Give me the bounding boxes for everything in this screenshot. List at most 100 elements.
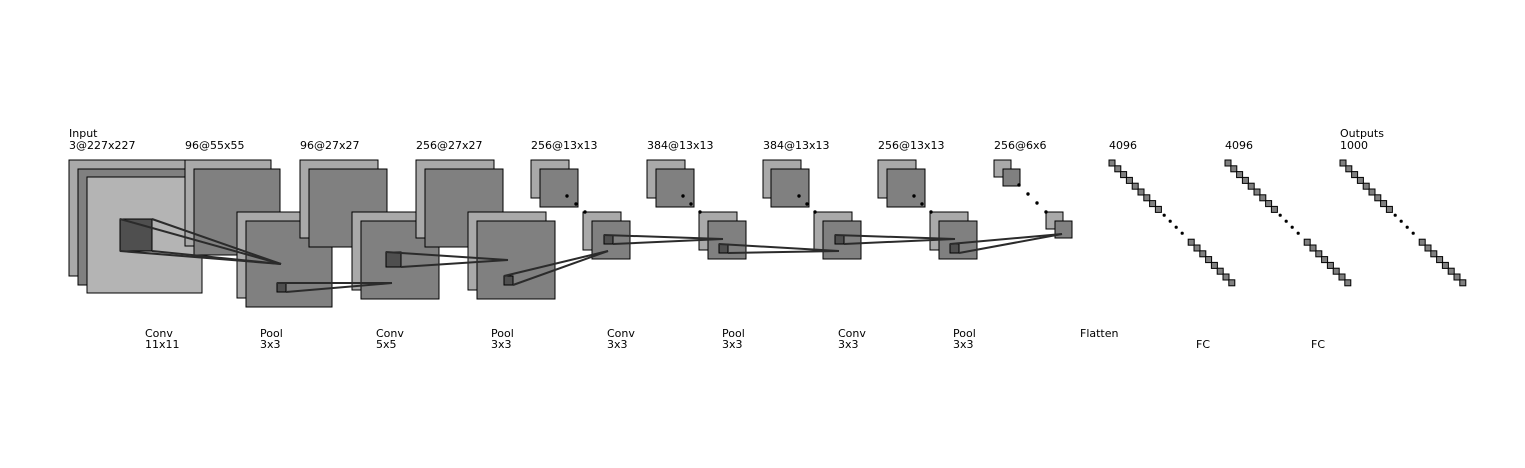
operation-label: 3x3 xyxy=(260,338,281,351)
fc-node-chain xyxy=(1224,159,1352,287)
operation-label: FC xyxy=(1196,338,1210,351)
layer-label: 1000 xyxy=(1340,139,1368,152)
ellipsis-dot xyxy=(1278,213,1282,217)
ellipsis-dot xyxy=(1035,201,1039,205)
layer-label: 96@27x27 xyxy=(300,139,360,152)
fc-node xyxy=(1149,200,1157,208)
fc-node xyxy=(1436,256,1444,264)
feature-map xyxy=(886,168,926,208)
fc-node xyxy=(1344,279,1352,287)
ellipsis-dot xyxy=(681,194,685,198)
ellipsis-dot xyxy=(1162,213,1166,217)
fc-node xyxy=(1137,188,1145,196)
fc-node xyxy=(1154,205,1162,213)
fc-node xyxy=(1187,238,1195,246)
layer-label: 4096 xyxy=(1109,139,1137,152)
ellipsis-dot xyxy=(1017,183,1021,187)
ellipsis-dot xyxy=(1174,225,1178,229)
operation-label: 5x5 xyxy=(376,338,397,351)
fc-node xyxy=(1265,200,1273,208)
kernel-square xyxy=(603,234,614,245)
connector-line xyxy=(503,250,609,277)
layer-label: 384@13x13 xyxy=(763,139,830,152)
connector-line xyxy=(151,218,282,265)
operation-label: Conv xyxy=(376,327,404,340)
ellipsis-dot xyxy=(805,202,809,206)
fc-node xyxy=(1210,261,1218,269)
feature-map-stack xyxy=(530,159,631,260)
fc-node xyxy=(1143,194,1151,202)
feature-maps xyxy=(68,159,1073,308)
fc-node xyxy=(1362,182,1370,190)
fc-node xyxy=(1338,273,1346,281)
fc-node xyxy=(1259,194,1267,202)
ellipsis-dot xyxy=(565,194,569,198)
connector-line xyxy=(385,251,509,261)
connector-line xyxy=(603,234,724,240)
fc-node xyxy=(1326,261,1334,269)
fc-node xyxy=(1339,159,1347,167)
fc-node xyxy=(1247,182,1255,190)
fc-node xyxy=(1131,182,1139,190)
fc-node xyxy=(1309,244,1317,252)
fc-node xyxy=(1193,244,1201,252)
operation-label: FC xyxy=(1311,338,1325,351)
feature-map xyxy=(539,168,579,208)
fc-node xyxy=(1418,238,1426,246)
fc-node xyxy=(1332,267,1340,275)
layer-label: 256@27x27 xyxy=(416,139,483,152)
fc-node xyxy=(1315,250,1323,258)
ellipsis-dot xyxy=(813,210,817,214)
operation-label: Flatten xyxy=(1080,327,1119,340)
fc-node xyxy=(1441,261,1449,269)
layer-label: 256@6x6 xyxy=(994,139,1047,152)
layer-label: Input xyxy=(69,127,98,140)
kernel-square xyxy=(503,275,514,286)
operation-label: Pool xyxy=(953,327,976,340)
operation-label: 3x3 xyxy=(607,338,628,351)
ellipsis-dot xyxy=(797,194,801,198)
layer-label: 256@13x13 xyxy=(531,139,598,152)
ellipsis-dot xyxy=(1405,225,1409,229)
ellipsis-dot xyxy=(1393,213,1397,217)
operation-label: 3x3 xyxy=(953,338,974,351)
fc-node xyxy=(1120,171,1128,179)
ellipsis-dot xyxy=(1180,231,1184,235)
fc-node xyxy=(1205,256,1213,264)
fc-node xyxy=(1385,205,1393,213)
fc-node xyxy=(1459,279,1467,287)
operation-label: Pool xyxy=(722,327,745,340)
ellipsis-dot xyxy=(1044,210,1048,214)
fc-node xyxy=(1430,250,1438,258)
connector-line xyxy=(512,250,609,286)
ellipsis-dot xyxy=(1290,225,1294,229)
layer-label: 256@13x13 xyxy=(878,139,945,152)
connector-line xyxy=(958,233,1063,254)
fc-node xyxy=(1351,171,1359,179)
feature-map xyxy=(770,168,810,208)
fc-node xyxy=(1345,165,1353,173)
feature-map xyxy=(476,220,556,300)
fc-node xyxy=(1453,273,1461,281)
ellipsis-dot xyxy=(1411,231,1415,235)
fc-node xyxy=(1374,194,1382,202)
feature-map-stack xyxy=(762,159,862,260)
ellipsis-dot xyxy=(1296,231,1300,235)
ellipsis-dot xyxy=(1399,219,1403,223)
fc-node xyxy=(1356,176,1364,184)
fc-node-chain xyxy=(1108,159,1236,287)
fc-node xyxy=(1303,238,1311,246)
layer-label: 384@13x13 xyxy=(647,139,714,152)
operation-label: Pool xyxy=(491,327,514,340)
connector-line xyxy=(727,250,840,254)
fc-node xyxy=(1222,273,1230,281)
ellipsis-dot xyxy=(689,202,693,206)
connector-line xyxy=(718,243,840,252)
fc-node xyxy=(1270,205,1278,213)
operation-label: 3x3 xyxy=(838,338,859,351)
ellipsis-dot xyxy=(1168,219,1172,223)
fc-node xyxy=(1216,267,1224,275)
ellipsis-dot xyxy=(920,202,924,206)
operation-label: 3x3 xyxy=(491,338,512,351)
operation-label: 3x3 xyxy=(722,338,743,351)
